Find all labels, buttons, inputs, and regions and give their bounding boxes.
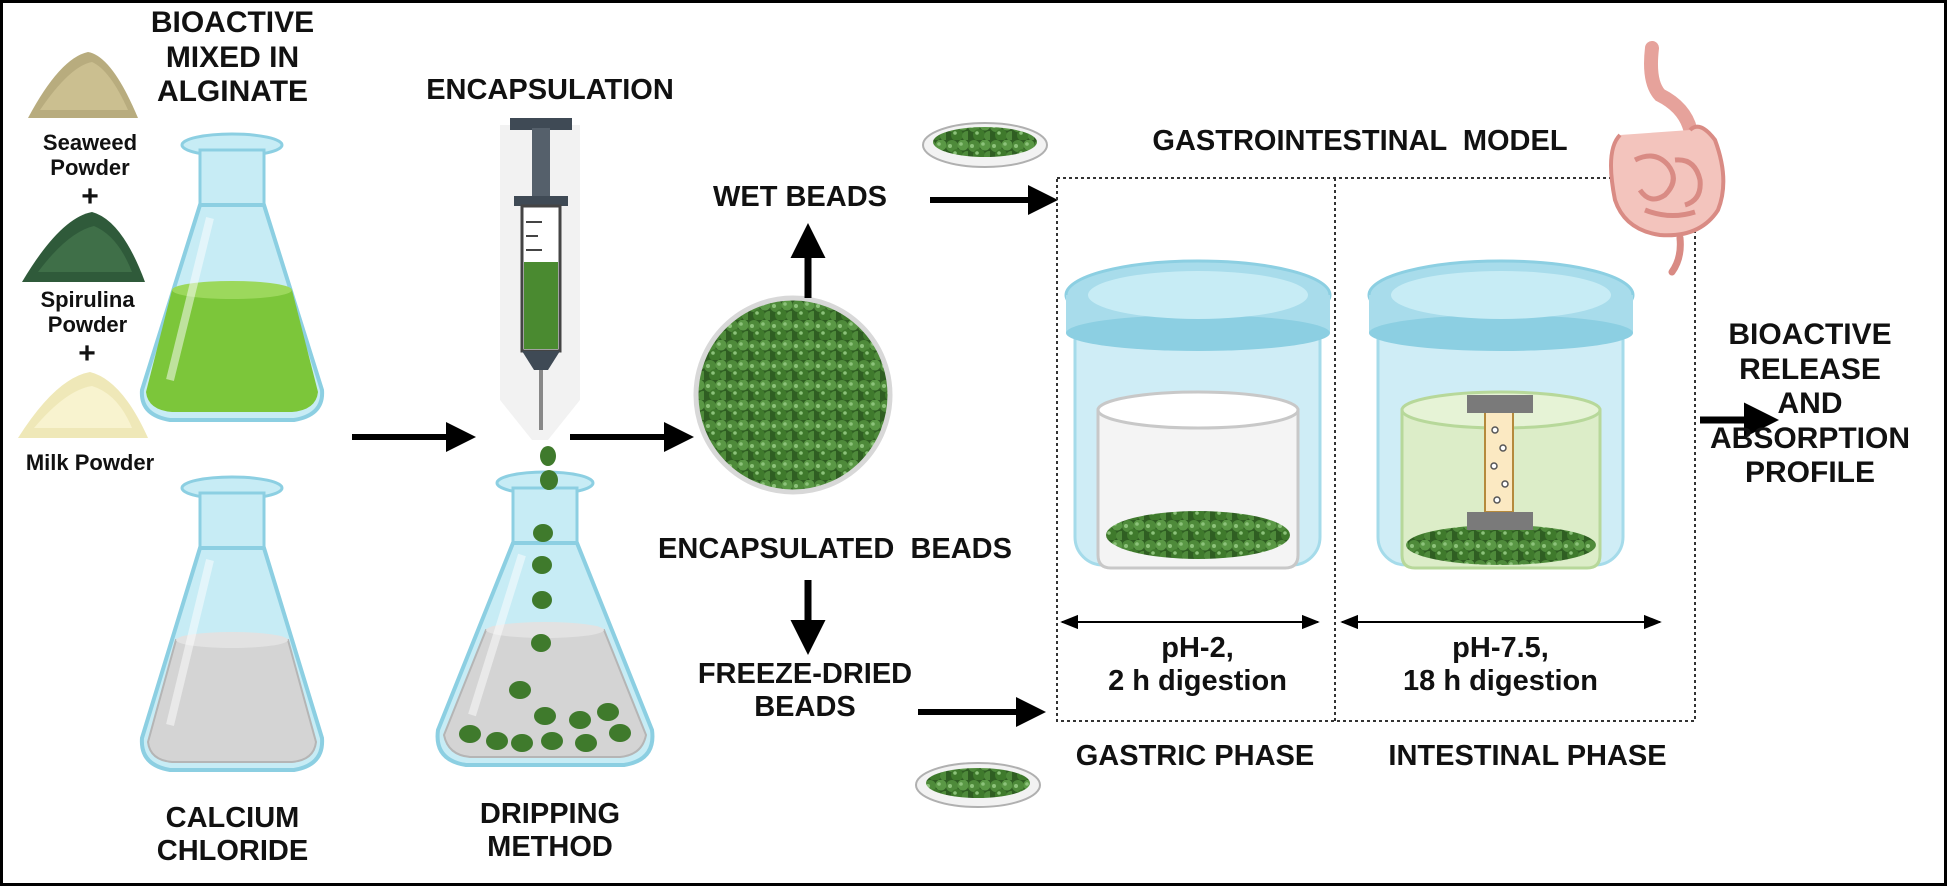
spirulina-powder-pile xyxy=(22,212,145,282)
encapsulated-beads-label: ENCAPSULATED BEADS xyxy=(658,533,1012,565)
freeze-dried-label: FREEZE-DRIED BEADS xyxy=(680,658,930,725)
seaweed-label: Seaweed Powder xyxy=(30,130,150,181)
gi-model-title: GASTROINTESTINAL MODEL xyxy=(1152,125,1568,157)
freeze-dried-line1: FREEZE-DRIED xyxy=(697,658,913,690)
encapsulated-beads-image xyxy=(693,295,893,495)
milk-powder-label: Milk Powder xyxy=(25,450,155,475)
seaweed-powder-pile xyxy=(28,52,138,118)
release-line5: PROFILE xyxy=(1744,456,1875,489)
wet-beads-petri-dish xyxy=(922,122,1048,168)
intestinal-jar xyxy=(1367,259,1635,570)
bioactive-mixed-label: BIOACTIVE MIXED IN ALGINATE xyxy=(150,6,315,110)
seaweed-line1: Seaweed xyxy=(42,130,138,155)
calcium-chloride-flask xyxy=(139,475,325,772)
intestinal-ph: pH-7.5, xyxy=(1452,632,1549,664)
dripping-flask xyxy=(435,470,655,767)
alginate-flask xyxy=(139,132,325,422)
gastric-conditions-label: pH-2, 2 h digestion xyxy=(1075,632,1320,699)
gastric-ph: pH-2, xyxy=(1161,632,1234,664)
release-line1: BIOACTIVE xyxy=(1728,318,1892,351)
release-line2: RELEASE xyxy=(1739,352,1881,386)
spirulina-line2: Powder xyxy=(47,312,128,338)
release-line4: ABSORPTION xyxy=(1709,421,1910,455)
freeze-dried-petri-dish xyxy=(915,762,1041,808)
release-line3: AND xyxy=(1777,387,1843,420)
intestinal-time: 18 h digestion xyxy=(1403,665,1598,698)
gastric-time: 2 h digestion xyxy=(1108,665,1287,698)
dripping-method-label: DRIPPING METHOD xyxy=(455,798,645,865)
encapsulation-label: ENCAPSULATION xyxy=(426,74,674,106)
bioactive-line3: ALGINATE xyxy=(156,75,309,108)
wet-beads-label: WET BEADS xyxy=(713,181,887,213)
calcium-line1: CALCIUM xyxy=(165,802,300,834)
plus-sign-2: + xyxy=(78,337,96,370)
freeze-dried-line2: BEADS xyxy=(754,691,856,724)
release-profile-label: BIOACTIVE RELEASE AND ABSORPTION PROFILE xyxy=(1700,318,1920,491)
dripping-line2: METHOD xyxy=(487,831,613,864)
calcium-chloride-label: CALCIUM CHLORIDE xyxy=(150,802,315,869)
spirulina-label: Spirulina Powder xyxy=(25,287,150,338)
milk-powder-pile xyxy=(18,372,148,438)
intestinal-conditions-label: pH-7.5, 18 h digestion xyxy=(1378,632,1623,699)
gastric-jar xyxy=(1064,259,1332,570)
dripping-line1: DRIPPING xyxy=(479,798,621,830)
calcium-line2: CHLORIDE xyxy=(156,835,309,868)
bioactive-line1: BIOACTIVE xyxy=(150,6,315,39)
plus-sign-1: + xyxy=(81,180,99,213)
digestive-tract-icon xyxy=(1609,41,1726,276)
gi-model-box xyxy=(1056,177,1696,722)
syringe xyxy=(500,118,580,466)
bioactive-line2: MIXED IN xyxy=(165,40,300,74)
spirulina-line1: Spirulina xyxy=(40,287,135,312)
seaweed-line2: Powder xyxy=(50,155,130,181)
gastric-phase-label: GASTRIC PHASE xyxy=(1075,740,1315,772)
intestinal-phase-label: INTESTINAL PHASE xyxy=(1388,740,1667,772)
